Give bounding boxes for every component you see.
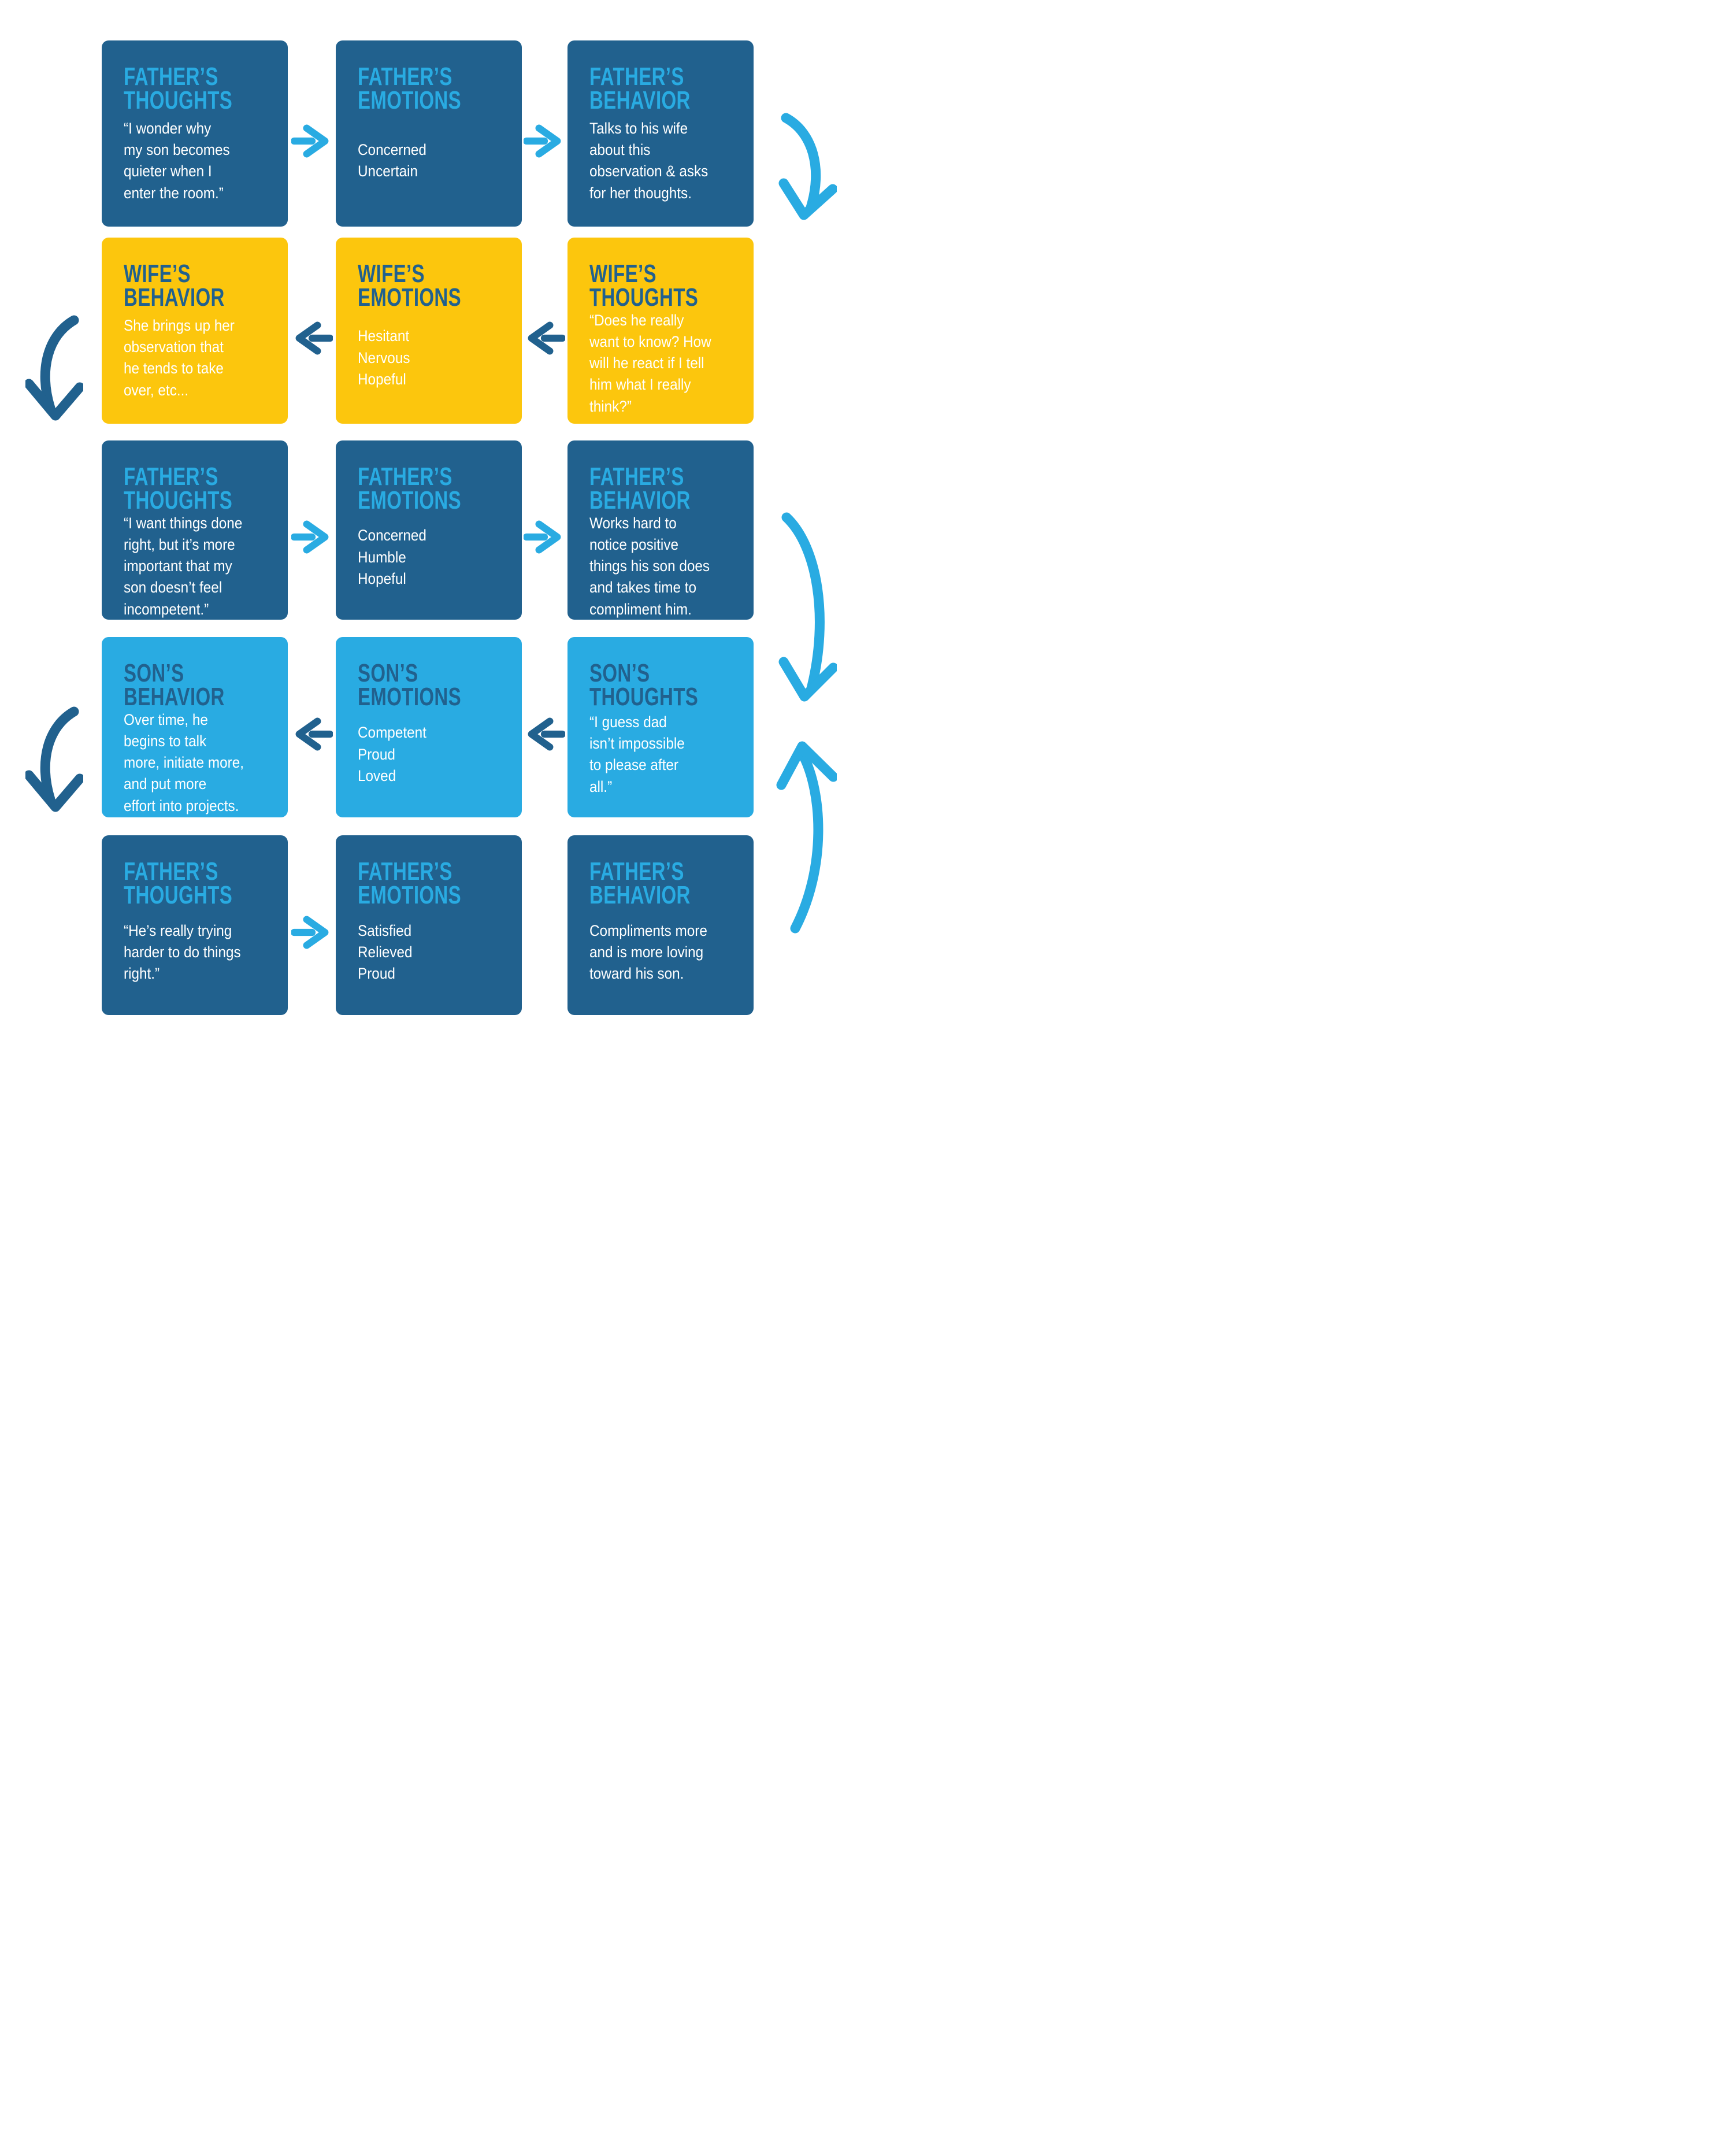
box-r1-fathers-emotions: FATHER’S EMOTIONS Concerned Uncertain [336, 40, 522, 227]
box-body: “He’s really trying harder to do things … [124, 921, 241, 983]
left-arrow-icon [524, 321, 565, 355]
box-title: FATHER’S EMOTIONS [358, 62, 462, 115]
box-title: FATHER’S BEHAVIOR [589, 62, 691, 115]
box-title: WIFE’S EMOTIONS [358, 260, 462, 312]
box-title: SON’S THOUGHTS [589, 659, 699, 712]
box-title: FATHER’S BEHAVIOR [589, 857, 691, 910]
box-body: Works hard to notice positive things his… [589, 514, 710, 618]
box-body: Talks to his wife about this observation… [589, 119, 709, 202]
box-body: She brings up her observation that he te… [124, 316, 235, 399]
box-body: “I guess dad isn’t impossible to please … [589, 713, 685, 795]
box-r2-wifes-behavior: WIFE’S BEHAVIOR She brings up her observ… [102, 238, 288, 424]
box-body: “I wonder why my son becomes quieter whe… [124, 119, 230, 202]
left-arrow-icon [524, 717, 565, 751]
box-title: SON’S BEHAVIOR [124, 659, 225, 712]
box-title: FATHER’S THOUGHTS [124, 857, 233, 910]
box-title: FATHER’S EMOTIONS [358, 462, 462, 515]
box-title: FATHER’S THOUGHTS [124, 462, 233, 515]
box-body: Hesitant Nervous Hopeful [358, 327, 410, 388]
box-body: Concerned Humble Hopeful [358, 527, 426, 587]
curved-down-arrow-icon [776, 112, 837, 227]
box-body: Compliments more and is more loving towa… [589, 921, 707, 983]
box-r4-sons-emotions: SON’S EMOTIONS Competent Proud Loved [336, 637, 522, 817]
box-body: Concerned Uncertain [358, 141, 426, 180]
box-r5-fathers-behavior: FATHER’S BEHAVIOR Compliments more and i… [567, 835, 754, 1015]
left-arrow-icon [291, 321, 333, 355]
box-title: SON’S EMOTIONS [358, 659, 462, 712]
box-body: Satisfied Relieved Proud [358, 921, 413, 983]
box-r3-fathers-behavior: FATHER’S BEHAVIOR Works hard to notice p… [567, 440, 754, 620]
box-body: “I want things done right, but it’s more… [124, 514, 243, 618]
box-r1-fathers-thoughts: FATHER’S THOUGHTS “I wonder why my son b… [102, 40, 288, 227]
right-arrow-icon [291, 520, 333, 554]
box-body: Competent Proud Loved [358, 724, 426, 784]
box-r4-sons-behavior: SON’S BEHAVIOR Over time, he begins to t… [102, 637, 288, 817]
box-r1-fathers-behavior: FATHER’S BEHAVIOR Talks to his wife abou… [567, 40, 754, 227]
box-title: FATHER’S THOUGHTS [124, 62, 233, 115]
left-arrow-icon [291, 717, 333, 751]
box-body: Over time, he begins to talk more, initi… [124, 710, 244, 814]
box-title: FATHER’S EMOTIONS [358, 857, 462, 910]
box-r3-fathers-emotions: FATHER’S EMOTIONS Concerned Humble Hopef… [336, 440, 522, 620]
curved-down-arrow-icon [25, 705, 83, 819]
box-title: WIFE’S THOUGHTS [589, 260, 699, 312]
curved-down-arrow-icon [776, 510, 837, 710]
right-arrow-icon [291, 916, 333, 949]
box-title: WIFE’S BEHAVIOR [124, 260, 225, 312]
curved-up-arrow-icon [776, 735, 837, 935]
right-arrow-icon [291, 124, 333, 158]
right-arrow-icon [524, 520, 565, 554]
box-r5-fathers-thoughts: FATHER’S THOUGHTS “He’s really trying ha… [102, 835, 288, 1015]
box-r3-fathers-thoughts: FATHER’S THOUGHTS “I want things done ri… [102, 440, 288, 620]
box-title: FATHER’S BEHAVIOR [589, 462, 691, 515]
box-body: “Does he really want to know? How will h… [589, 311, 711, 415]
curved-down-arrow-icon [25, 314, 83, 428]
right-arrow-icon [524, 124, 565, 158]
box-r4-sons-thoughts: SON’S THOUGHTS “I guess dad isn’t imposs… [567, 637, 754, 817]
box-r2-wifes-thoughts: WIFE’S THOUGHTS “Does he really want to … [567, 238, 754, 424]
interaction-cycle-flowchart: FATHER’S THOUGHTS “I wonder why my son b… [0, 0, 868, 1072]
box-r5-fathers-emotions: FATHER’S EMOTIONS Satisfied Relieved Pro… [336, 835, 522, 1015]
box-r2-wifes-emotions: WIFE’S EMOTIONS Hesitant Nervous Hopeful [336, 238, 522, 424]
